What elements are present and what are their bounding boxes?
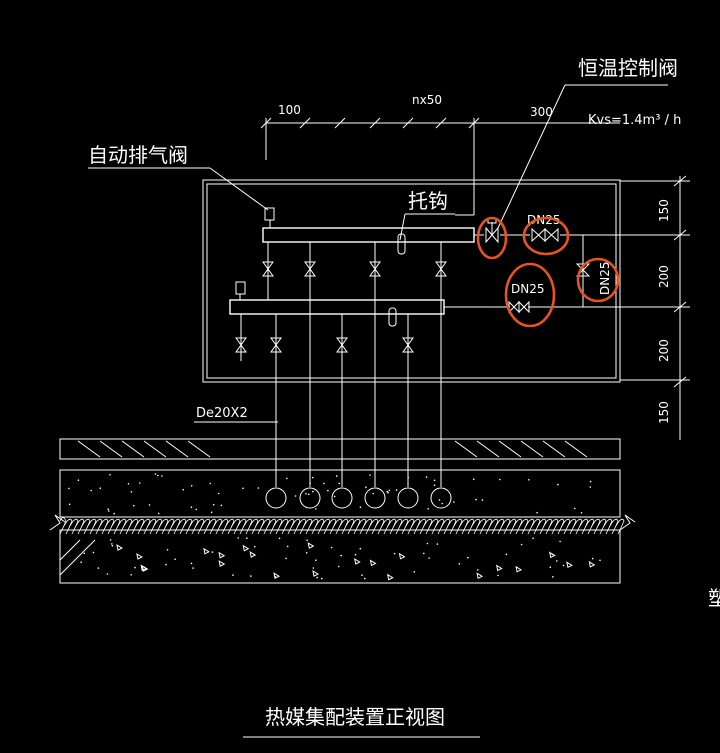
supply-manifold [262, 227, 690, 255]
dim-right-4: 150 [657, 401, 671, 424]
cut-off-character: 塑 [708, 586, 720, 610]
label-pipe-spec: De20X2 [196, 406, 248, 421]
return-manifold [229, 299, 690, 327]
label-kvs: Kvs=1.4m³ / h [588, 113, 681, 128]
floor-section [49, 438, 636, 584]
air-vent-icon [264, 207, 275, 228]
cabinet-frame [202, 179, 621, 383]
dim-right-1: 150 [657, 199, 671, 222]
dim-top-mid: nx50 [412, 93, 442, 107]
dim-right-2: 200 [657, 265, 671, 288]
valve-dn25-bottom-label: DN25 [511, 282, 545, 296]
label-hook: 托钩 [408, 189, 448, 213]
valve-dn25-top-label: DN25 [527, 213, 561, 227]
dim-right-3: 200 [657, 339, 671, 362]
top-dimension-chain [260, 117, 620, 216]
valve-dn25-right-label: DN25 [598, 262, 612, 296]
dim-top-left: 100 [278, 103, 301, 117]
dim-top-right: 300 [530, 105, 553, 119]
valve-dn25-top-icon [531, 227, 559, 243]
leader-thermostatic-valve [497, 84, 668, 229]
leader-air-vent [88, 167, 269, 211]
right-dimension-chain [620, 175, 690, 440]
drawing-title: 热媒集配装置正视图 [265, 705, 445, 729]
loop-pipes [235, 242, 452, 509]
leader-hook [399, 213, 455, 241]
air-vent-icon-lower [235, 281, 246, 300]
label-thermostatic-valve: 恒温控制阀 [578, 56, 678, 80]
label-air-vent: 自动排气阀 [88, 143, 188, 167]
valve-dn25-bottom-icon [508, 300, 530, 314]
markup-circles [476, 216, 620, 328]
thermostatic-valve-icon [485, 217, 499, 244]
